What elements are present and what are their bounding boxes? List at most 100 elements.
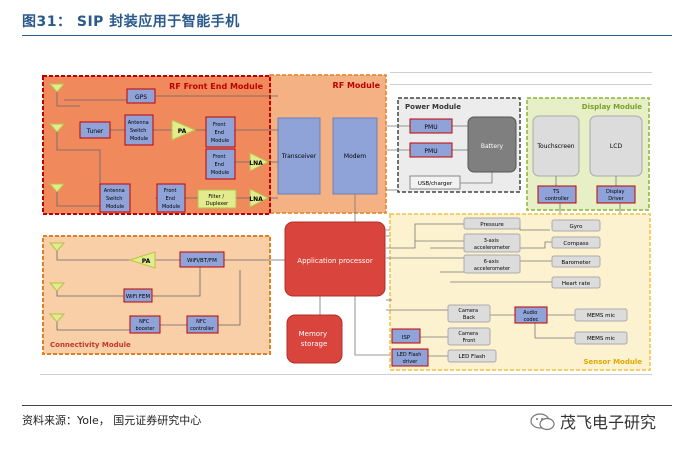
watermark: 茂飞电子研究 bbox=[530, 409, 656, 436]
rf-module-title: RF Module bbox=[333, 81, 381, 90]
sensor-module-title: Sensor Module bbox=[583, 358, 642, 366]
usb-charger-block bbox=[409, 175, 461, 190]
usb-charger-label: USB/charger bbox=[418, 181, 453, 187]
lna-label-1: LNA bbox=[249, 160, 263, 167]
bg-line bbox=[40, 374, 652, 375]
lna-amplifier-icon-2 bbox=[249, 188, 270, 208]
antenna-icon bbox=[48, 123, 66, 133]
antenna-icon bbox=[48, 183, 66, 193]
camera-front-label: Camera Front bbox=[458, 331, 479, 344]
accelerometer-6axis bbox=[463, 254, 521, 274]
accelerometer-6axis-label: 6-axis accelerometer bbox=[474, 259, 511, 272]
pmu-block-2 bbox=[409, 142, 453, 158]
compass-label: Compass bbox=[563, 241, 588, 247]
fem-label-3: Front End Module bbox=[162, 188, 180, 210]
ts-controller-label: TS controller bbox=[545, 189, 570, 202]
accelerometer-3axis bbox=[463, 233, 521, 253]
lna-label-2: LNA bbox=[249, 196, 263, 203]
pmu-block-1 bbox=[409, 118, 453, 134]
modem-block bbox=[332, 117, 378, 195]
barometer-label: Barometer bbox=[561, 260, 591, 266]
antenna-icon bbox=[48, 83, 66, 93]
fem-label-2: Front End Module bbox=[211, 154, 229, 176]
display-driver-block bbox=[596, 185, 636, 204]
connectivity-module bbox=[42, 235, 271, 355]
fem-block-3 bbox=[156, 183, 186, 213]
lcd-label: LCD bbox=[610, 143, 623, 150]
conn-pa-label: PA bbox=[142, 258, 151, 265]
connectivity-module-title: Connectivity Module bbox=[50, 341, 131, 349]
ts-controller-block bbox=[537, 185, 577, 204]
pa-amplifier-icon-conn bbox=[128, 251, 156, 269]
gps-block bbox=[126, 88, 156, 104]
wifi-fem-block bbox=[123, 288, 153, 303]
touchscreen-label: Touchscreen bbox=[536, 143, 574, 150]
camera-back-label: Camera Back bbox=[458, 308, 479, 321]
nfc-booster-label: NFC booster bbox=[136, 319, 156, 332]
gyro-sensor bbox=[551, 219, 601, 232]
pmu-label-1: PMU bbox=[424, 124, 437, 131]
pressure-sensor bbox=[463, 217, 521, 230]
heart-rate-label: Heart rate bbox=[562, 281, 591, 287]
antenna-switch-block-2 bbox=[99, 183, 131, 213]
antenna-icon bbox=[48, 282, 66, 292]
mems-mic-1 bbox=[574, 308, 628, 322]
fem-block-1 bbox=[205, 116, 236, 148]
memory-storage-block bbox=[286, 314, 343, 364]
isp-block bbox=[391, 328, 421, 344]
footer-rule bbox=[22, 405, 672, 406]
pmu-label-2: PMU bbox=[424, 148, 437, 155]
gyro-label: Gyro bbox=[569, 224, 583, 230]
fem-block-2 bbox=[205, 148, 236, 180]
display-module-title: Display Module bbox=[582, 103, 642, 111]
gps-label: GPS bbox=[135, 94, 147, 101]
application-processor-block bbox=[284, 221, 386, 297]
pressure-label: Pressure bbox=[480, 222, 504, 228]
led-flash-label: LED Flash bbox=[459, 354, 486, 360]
fem-label-1: Front End Module bbox=[211, 122, 229, 144]
antenna-switch-label-1: Antenna Switch Module bbox=[128, 120, 151, 142]
source-note: 资料来源：Yole， 国元证券研究中心 bbox=[22, 414, 202, 427]
antenna-icon bbox=[48, 313, 66, 323]
camera-front bbox=[447, 327, 491, 346]
mems-mic-2 bbox=[574, 331, 628, 345]
pa-label: PA bbox=[178, 128, 187, 135]
wifi-bt-fm-block bbox=[179, 251, 225, 268]
filter-duplexer-label: Filter / Duplexer bbox=[206, 194, 229, 207]
rf-front-end-title: RF Front End Module bbox=[169, 82, 263, 91]
audio-codec-block bbox=[514, 306, 548, 324]
battery-label: Battery bbox=[481, 143, 504, 150]
battery-block bbox=[467, 116, 517, 173]
led-flash-driver-label: LED Flash driver bbox=[397, 352, 423, 365]
nfc-controller-block bbox=[186, 315, 219, 334]
mems-mic-label-2: MEMS mic bbox=[587, 336, 615, 342]
audio-codec-label: Audio codec bbox=[523, 310, 539, 323]
title-rule bbox=[22, 35, 672, 36]
power-module-title: Power Module bbox=[405, 103, 461, 111]
barometer-sensor bbox=[551, 255, 601, 268]
accelerometer-3axis-label: 3-axis accelerometer bbox=[474, 238, 511, 251]
watermark-text: 茂飞电子研究 bbox=[560, 413, 657, 432]
transceiver-label: Transceiver bbox=[281, 153, 317, 160]
transceiver-block bbox=[277, 117, 321, 195]
lna-amplifier-icon-1 bbox=[249, 152, 270, 172]
isp-label: ISP bbox=[402, 335, 411, 341]
antenna-switch-block-1 bbox=[124, 114, 154, 146]
antenna-switch-label-2: Antenna Switch Module bbox=[104, 188, 127, 210]
wifi-bt-fm-label: WiFi/BT/FM bbox=[187, 258, 217, 264]
filter-duplexer-block bbox=[197, 189, 237, 209]
display-driver-label: Display Driver bbox=[606, 189, 626, 202]
nfc-booster-block bbox=[129, 315, 161, 334]
compass-sensor bbox=[551, 236, 601, 249]
antenna-icon bbox=[48, 242, 66, 252]
bg-line bbox=[390, 84, 652, 85]
nfc-controller-label: NFC controller bbox=[190, 319, 215, 332]
memory-storage-label: Memory storage bbox=[299, 330, 330, 348]
tuner-block bbox=[79, 121, 111, 139]
tuner-label: Tuner bbox=[86, 128, 104, 135]
camera-back bbox=[447, 304, 491, 323]
wechat-icon bbox=[530, 412, 556, 436]
wifi-fem-label: WiFi FEM bbox=[126, 294, 151, 300]
mems-mic-label-1: MEMS mic bbox=[587, 313, 615, 319]
